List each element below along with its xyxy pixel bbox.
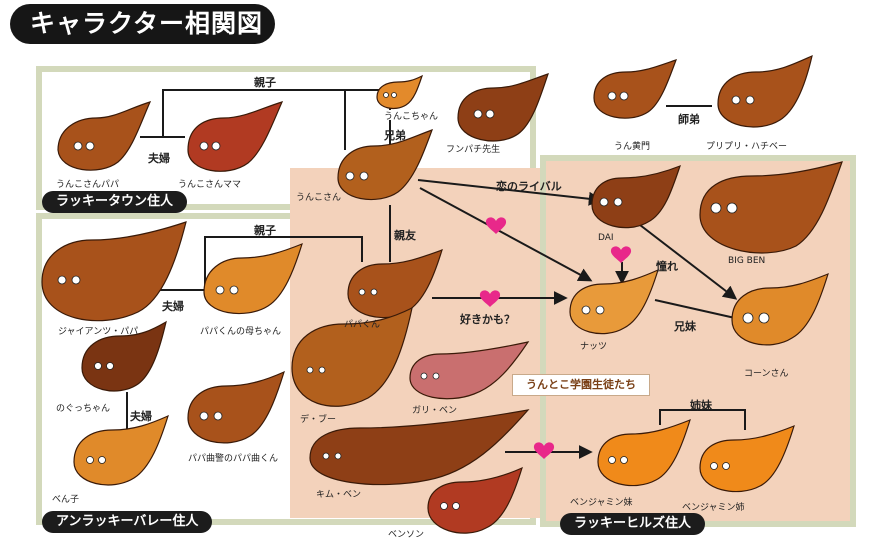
name-unko-mama: うんこさんママ (178, 180, 242, 190)
benjamin-elder-character (699, 424, 795, 493)
rel-parent-child-1: 親子 (254, 76, 276, 89)
unko-mama-character (187, 101, 284, 172)
rel-crush: 好きかも？ (460, 313, 515, 326)
name-papa-mother: パパくんの母ちゃん (200, 327, 282, 337)
lucky-town-frame (36, 66, 536, 210)
name-puripuri: プリプリ・ハチベー (706, 142, 788, 152)
dai-character (591, 164, 681, 229)
name-giant-papa: ジャイアンツ・パパ (58, 327, 139, 337)
rel-sisters: 姉妹 (690, 399, 712, 412)
name-kim-ben: キム・ベン (316, 490, 362, 500)
lucky-hills-label: ラッキーヒルズ住人 (560, 513, 706, 535)
name-bento: べん子 (52, 495, 80, 505)
name-gari-ben: ガリ・ベン (412, 406, 458, 416)
name-de-boo: デ・ブー (300, 415, 337, 425)
page-title: キャラクター相関図 (10, 4, 275, 44)
heart-icon (485, 217, 507, 234)
heart-icon (479, 290, 501, 307)
giant-papa-character (41, 221, 187, 322)
gari-ben-character (409, 341, 530, 400)
big-ben-character (699, 161, 843, 254)
name-unkomon: うん黄門 (614, 142, 651, 152)
papa-mother-character (203, 242, 303, 315)
benjamin-younger-character (597, 418, 691, 487)
heart-icon (533, 442, 555, 459)
unko-san-character (337, 128, 434, 201)
rel-siblings-2: 兄妹 (674, 320, 696, 333)
name-unko-san: うんこさん (296, 193, 342, 203)
bensun-character (427, 466, 523, 534)
name-bensun: ベンソン (388, 530, 425, 540)
puripuri-character (717, 54, 813, 128)
name-corn: コーンさん (744, 369, 789, 379)
bento-character (73, 414, 169, 486)
rel-couple-2: 夫婦 (162, 300, 184, 313)
name-papa-police: パパ曲警のパパ曲くん (188, 454, 279, 464)
name-unko-chan: うんこちゃん (384, 112, 439, 122)
rel-couple-3: 夫婦 (130, 410, 152, 423)
rel-admire: 憧れ (656, 260, 678, 273)
nogu-character (81, 320, 167, 392)
name-benjamin-younger: ベンジャミン妹 (570, 498, 633, 508)
name-nutts: ナッツ (580, 342, 608, 352)
rel-best-friend: 親友 (394, 229, 416, 242)
name-benjamin-elder: ベンジャミン姉 (682, 503, 745, 513)
name-unko-papa: うんこさんパパ (56, 180, 120, 190)
rel-couple-1: 夫婦 (148, 152, 170, 165)
unkomon-character (593, 59, 677, 119)
name-dai: DAI (598, 233, 614, 243)
rel-rival: 恋のライバル (496, 180, 562, 193)
papa-kun-character (347, 249, 443, 319)
rel-master: 師弟 (678, 113, 700, 126)
papa-police-character (187, 370, 285, 444)
rel-siblings-1: 兄弟 (384, 129, 406, 142)
name-papa-kun: パパくん (344, 320, 381, 330)
school-label: うんとこ学園生徒たち (512, 374, 650, 396)
name-funpachi: フンパチ先生 (446, 145, 501, 155)
name-big-ben: BIG BEN (728, 256, 766, 266)
unko-chan-character (376, 74, 424, 110)
name-nogu: のぐっちゃん (56, 404, 111, 414)
corn-character (731, 272, 829, 346)
de-boo-character (291, 306, 413, 407)
lucky-town-label: ラッキータウン住人 (42, 191, 188, 213)
unlucky-valley-label: アンラッキーバレー住人 (42, 511, 213, 533)
unko-papa-character (57, 101, 152, 171)
funpachi-character (457, 73, 549, 142)
nutts-character (569, 268, 659, 335)
rel-parent-child-2: 親子 (254, 224, 276, 237)
heart-icon (610, 246, 632, 263)
kim-ben-character (309, 409, 530, 486)
